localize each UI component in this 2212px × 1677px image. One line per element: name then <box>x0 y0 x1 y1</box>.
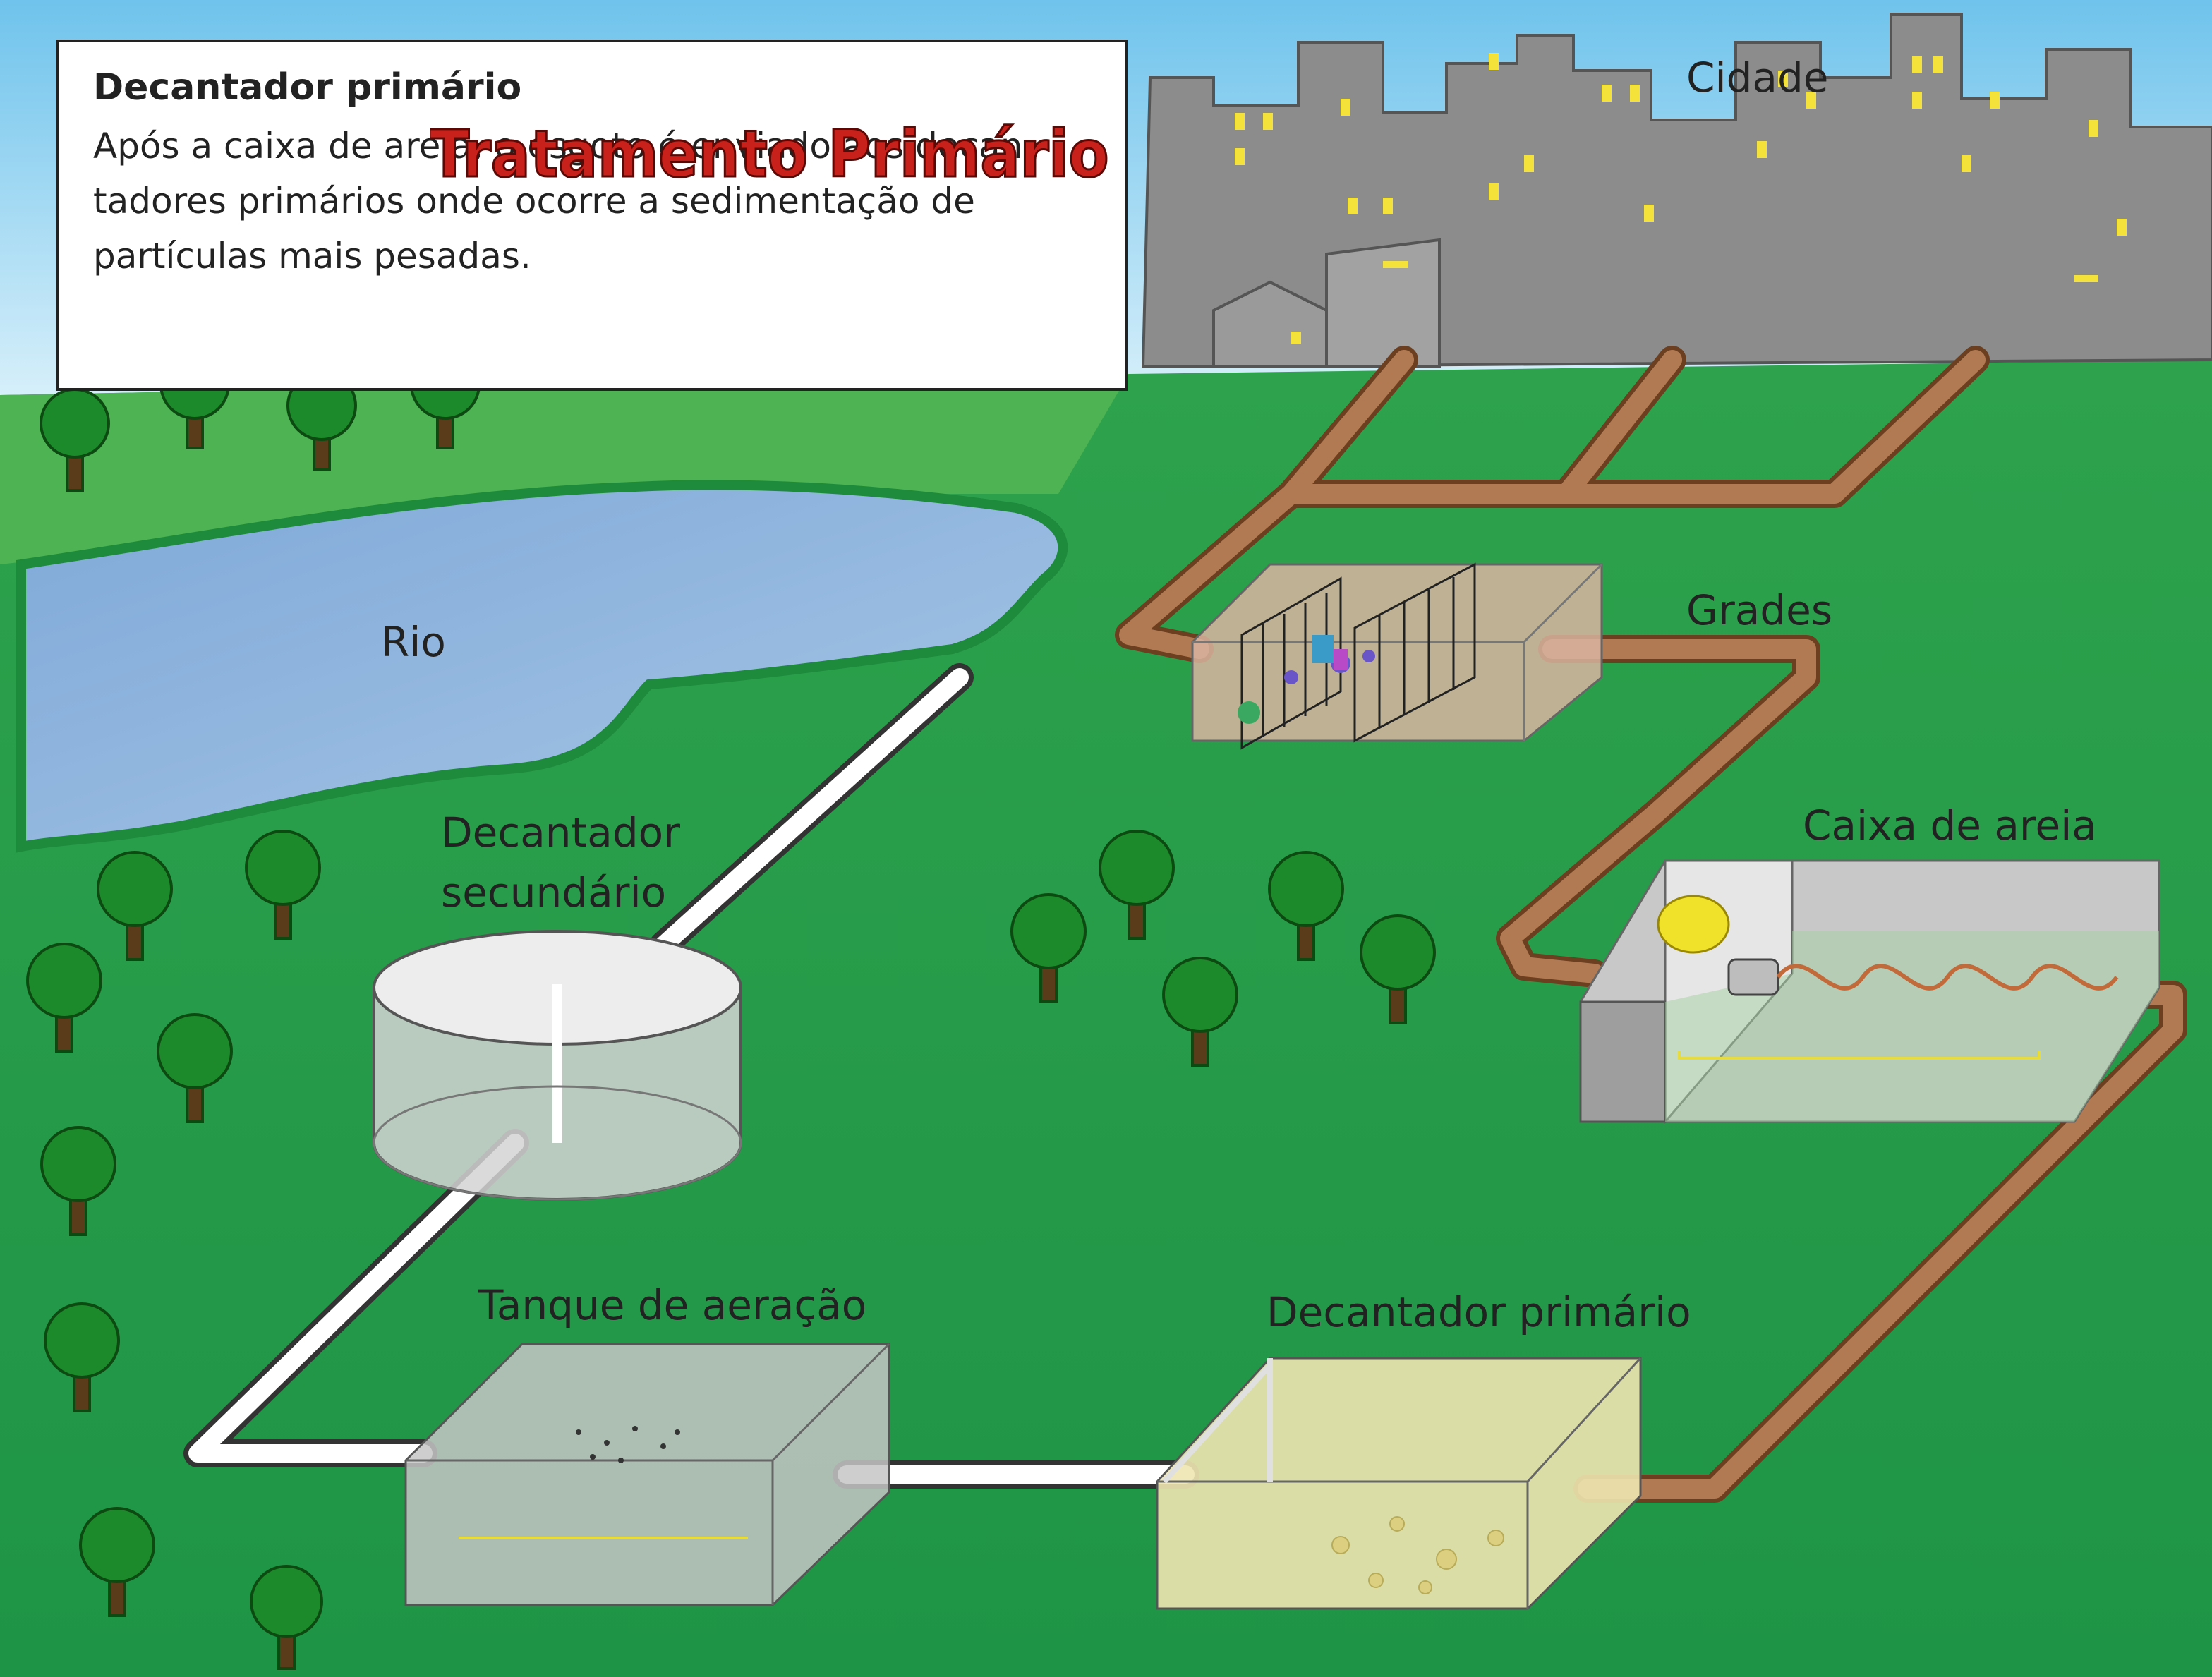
tree <box>26 943 102 1053</box>
grit-chamber <box>1579 859 2160 1125</box>
tree <box>79 1507 155 1617</box>
river-label: Rio <box>381 618 446 666</box>
grit-chamber-label: Caixa de areia <box>1803 801 2097 849</box>
tree <box>97 851 173 961</box>
tree <box>245 830 321 940</box>
tree <box>157 1013 233 1123</box>
info-box-body: Após a caixa de areia, o esgoto é enviad… <box>93 126 1036 277</box>
secondary-decanter-label-line1: Decantador <box>441 809 680 856</box>
tree <box>1360 914 1436 1024</box>
trees <box>26 349 1436 1670</box>
aeration-tank-label: Tanque de aeração <box>478 1281 866 1329</box>
secondary-decanter-label-line2: secundário <box>441 868 666 916</box>
treated-pipes <box>183 663 1199 1489</box>
light-grass-field <box>0 374 1129 564</box>
tree <box>1010 893 1087 1003</box>
tree <box>1099 830 1175 940</box>
grates-tank <box>1191 562 1603 750</box>
info-box: Decantador primário Após a caixa de arei… <box>56 40 1128 391</box>
primary-decanter-label: Decantador primário <box>1267 1288 1691 1336</box>
overlay-title-svg: (Tratamento Primário) <box>430 116 1108 193</box>
info-box-heading: Decantador primário <box>93 66 522 109</box>
grates-label: Grades <box>1686 586 1832 634</box>
city-skyline <box>1141 13 2212 369</box>
tree <box>1268 851 1344 961</box>
overlay-title: (Tratamento Primário) <box>430 116 1108 192</box>
city-label: Cidade <box>1686 54 1828 102</box>
river <box>16 480 1068 853</box>
aeration-tank <box>404 1343 890 1606</box>
tree <box>1162 957 1238 1067</box>
tree <box>250 1565 323 1670</box>
secondary-decanter <box>373 930 742 1201</box>
tree <box>40 1126 116 1236</box>
primary-decanter <box>1156 1357 1642 1610</box>
tree <box>44 1302 120 1412</box>
